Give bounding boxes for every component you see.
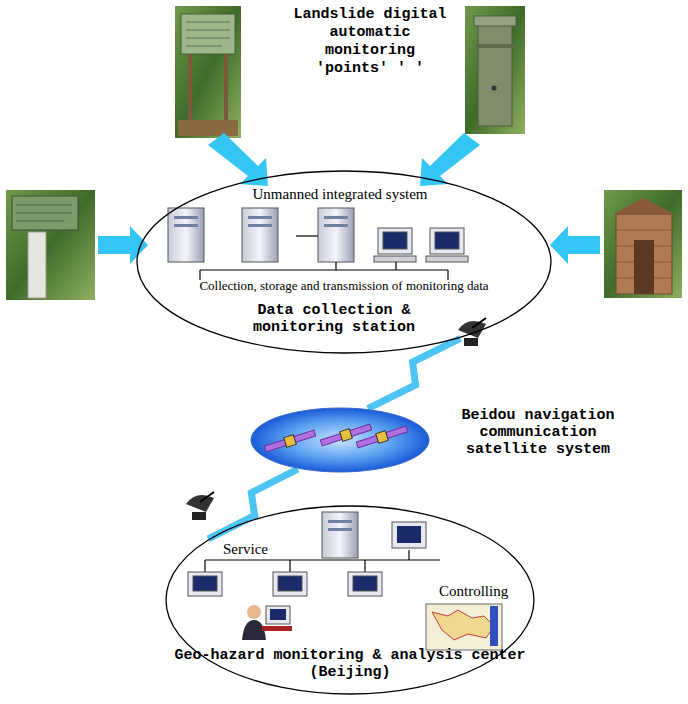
wireless-link bbox=[368, 338, 461, 408]
satellite-ellipse: Beidou navigation communication satellit… bbox=[250, 407, 430, 473]
center-title: Geo-hazard monitoring & analysis center … bbox=[169, 647, 531, 681]
center-equipment bbox=[188, 512, 502, 650]
wireless-link bbox=[208, 469, 297, 539]
controlling-label: Controlling bbox=[439, 583, 539, 600]
input-arrows bbox=[98, 133, 600, 264]
station-ellipse: Unmanned integrated systemCollection, st… bbox=[136, 170, 552, 354]
station-title: Data collection & monitoring station bbox=[234, 302, 434, 336]
photo-hut bbox=[604, 190, 682, 298]
diagram-title: Landslide digital automatic monitoring '… bbox=[290, 6, 450, 78]
photo-pillar bbox=[6, 190, 95, 300]
ellipse-outline bbox=[250, 407, 430, 473]
function-label: Collection, storage and transmission of … bbox=[146, 278, 542, 293]
satellite-title: Beidou navigation communication satellit… bbox=[436, 407, 640, 458]
photo-cylinder bbox=[465, 6, 525, 134]
photo-sign bbox=[175, 6, 241, 138]
service-label: Service bbox=[223, 541, 303, 558]
station-equipment bbox=[168, 208, 468, 280]
center-ellipse: ServiceControllingGeo-hazard monitoring … bbox=[165, 505, 535, 695]
satellite-dish bbox=[186, 318, 486, 520]
system-label: Unmanned integrated system bbox=[220, 186, 460, 203]
